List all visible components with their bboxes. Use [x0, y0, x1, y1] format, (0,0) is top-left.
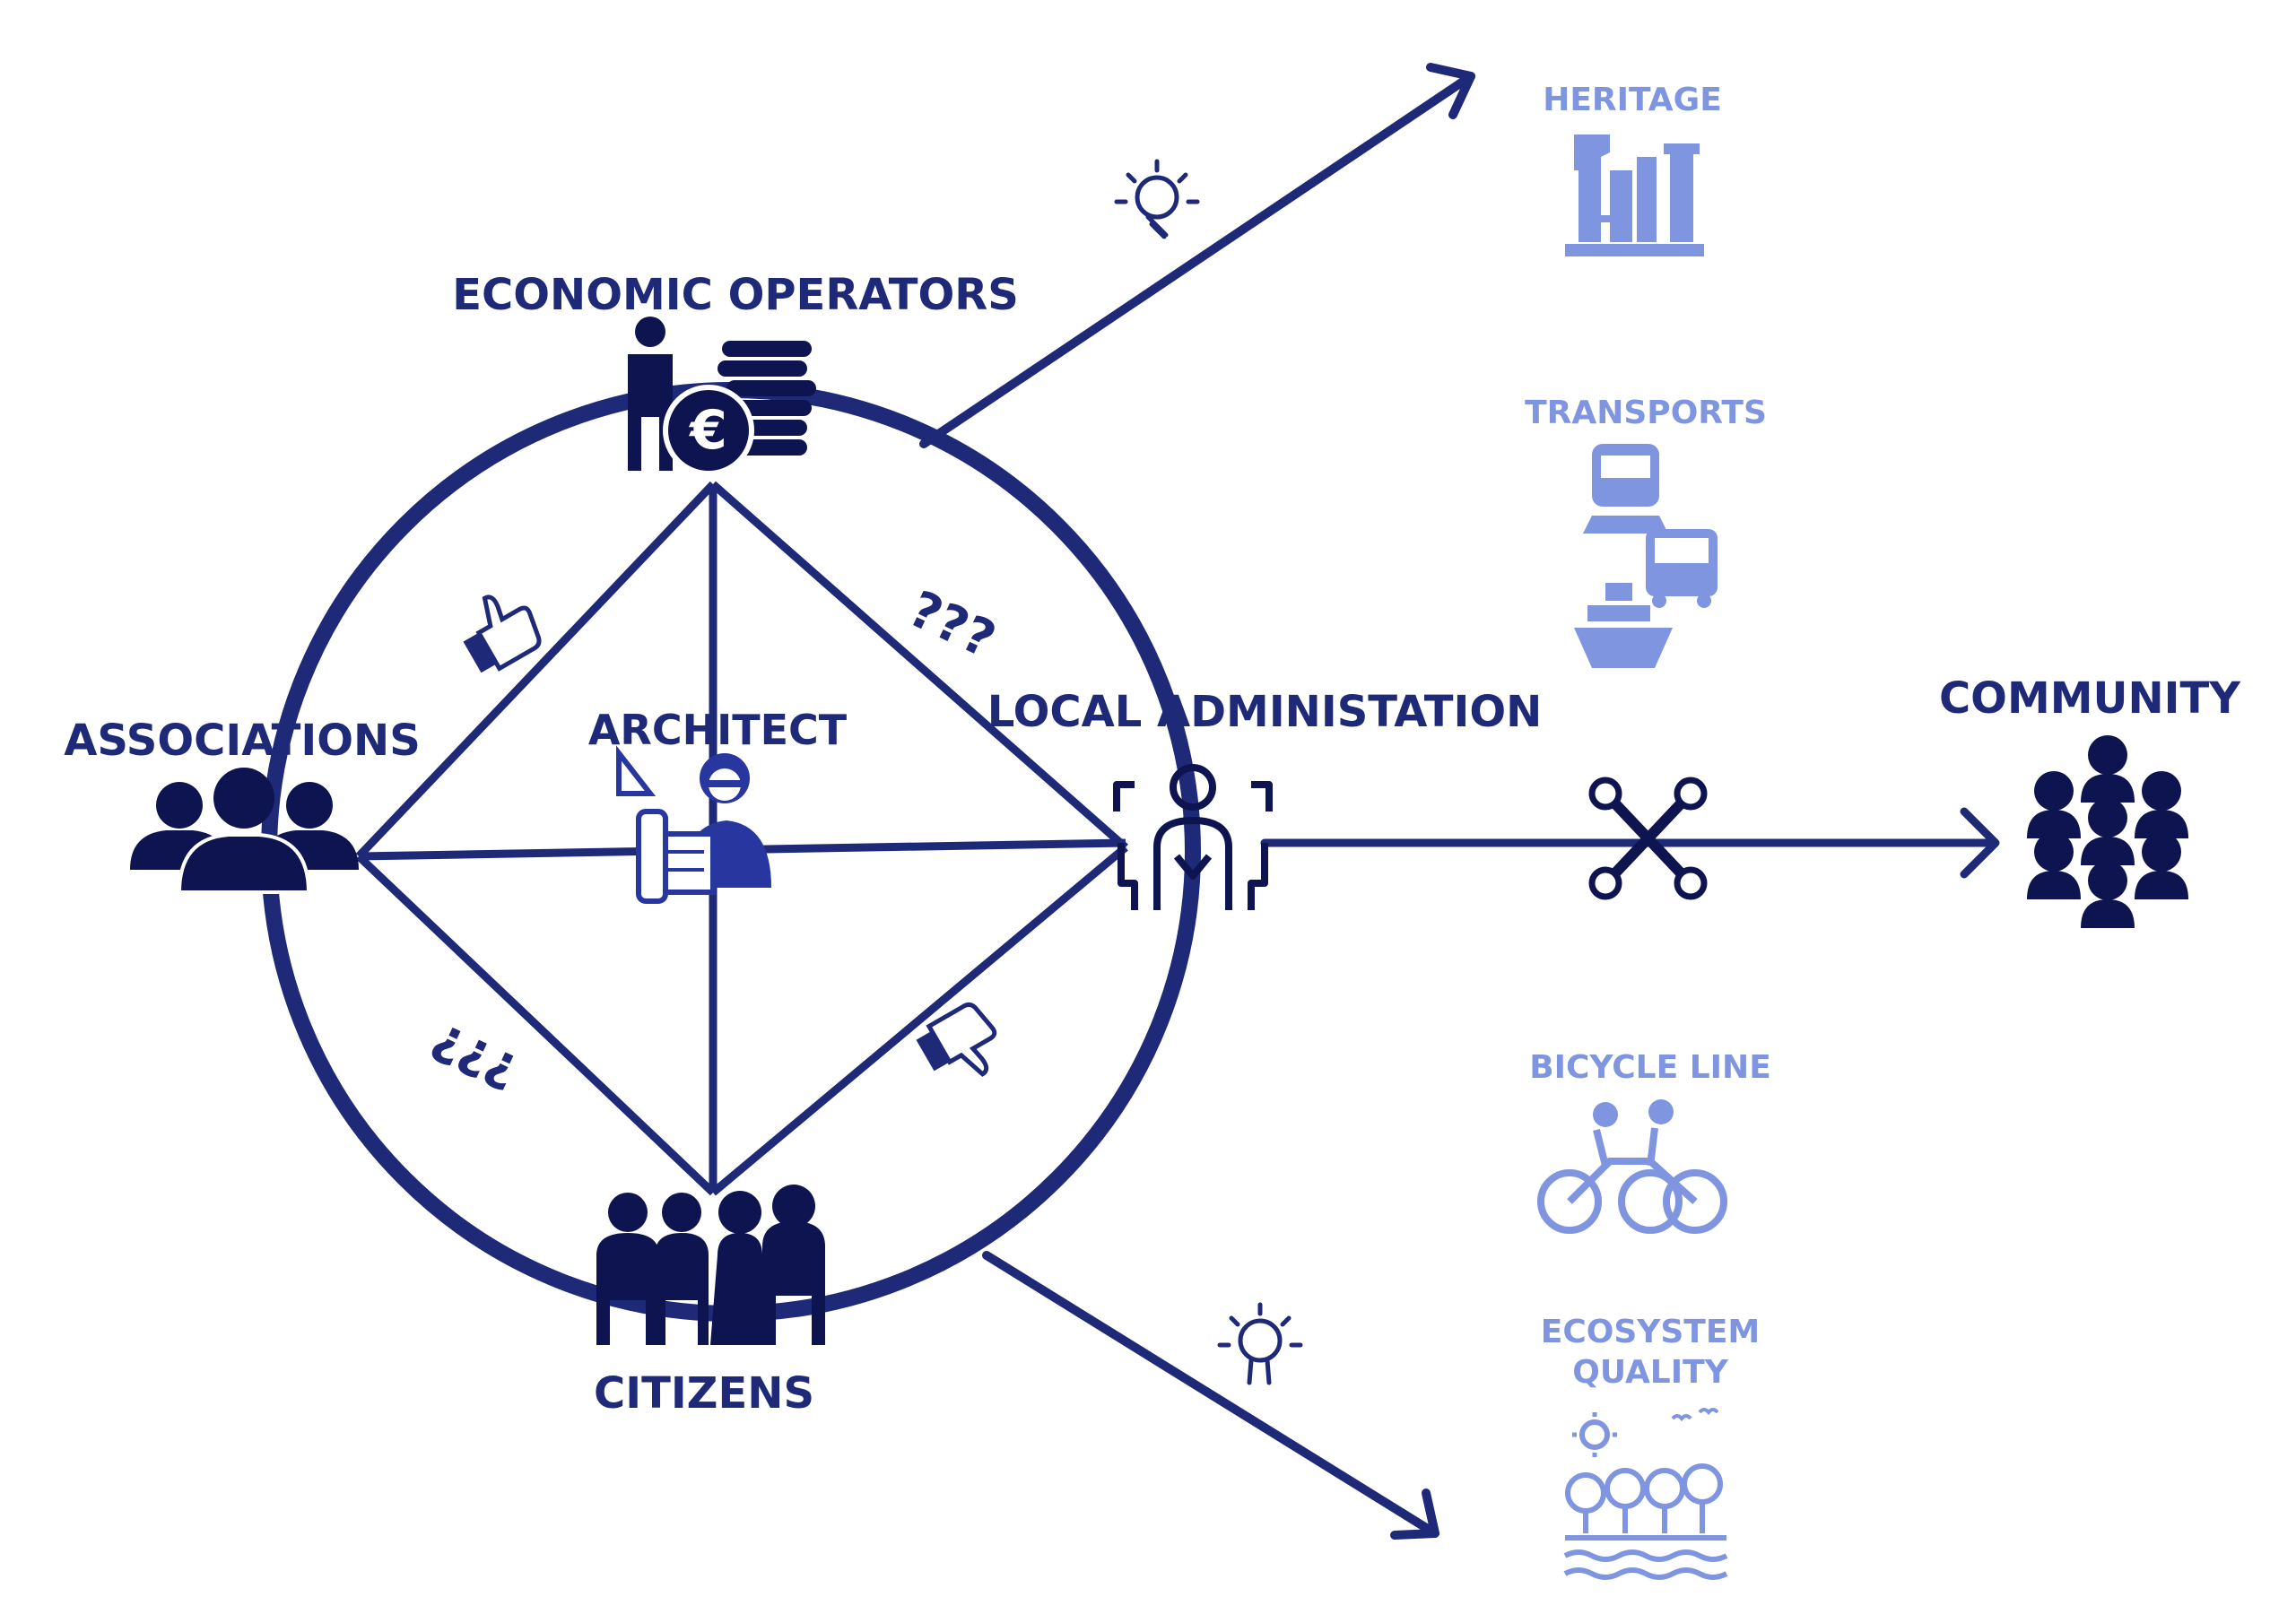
lightbulb-icon: [1114, 159, 1200, 239]
arrow-community: [1260, 807, 2000, 879]
arrow-upper: [919, 63, 1475, 448]
bicycle-line-label: BICYCLE LINE: [1529, 1049, 1771, 1086]
tandem-bicycle-icon: [1537, 1099, 1727, 1234]
local-administration-label: LOCAL ADMINISTATION: [987, 687, 1543, 737]
svg-text:€: €: [688, 399, 727, 462]
administration-people-icon: [1113, 764, 1273, 910]
thumbs-up-icon: [463, 595, 542, 673]
train-bus-ship-icon: [1574, 444, 1718, 668]
question-marks: ???: [900, 580, 1004, 670]
community-crowd-icon: [2027, 735, 2188, 928]
citizens-label: CITIZENS: [594, 1368, 814, 1419]
community-label: COMMUNITY: [1939, 673, 2241, 724]
citizens-group-icon: [596, 1185, 825, 1345]
architect-woman-icon: [616, 745, 771, 904]
heritage-ruins-icon: [1565, 135, 1704, 256]
group-people-icon: [130, 768, 359, 894]
inverted-question-marks: ¿¿¿: [425, 1006, 529, 1096]
quality-label: QUALITY: [1572, 1354, 1728, 1391]
euro-coins-businessman-icon: €: [628, 317, 816, 476]
associations-label: ASSOCIATIONS: [64, 716, 421, 766]
lightbulb-icon: [1217, 1302, 1303, 1385]
thumbs-down-icon: [916, 1002, 997, 1077]
network-lines: [355, 481, 1128, 1196]
economic-operators-label: ECONOMIC OPERATORS: [452, 270, 1019, 320]
wrench-tools-icon: [1588, 777, 1708, 900]
trees-river-icon: [1563, 1408, 1728, 1580]
arrow-lower: [982, 1251, 1439, 1540]
heritage-label: HERITAGE: [1543, 82, 1722, 118]
transports-label: TRANSPORTS: [1525, 395, 1767, 431]
architect-label: ARCHITECT: [588, 706, 848, 754]
ecosystem-label: ECOSYSTEM: [1541, 1314, 1761, 1350]
